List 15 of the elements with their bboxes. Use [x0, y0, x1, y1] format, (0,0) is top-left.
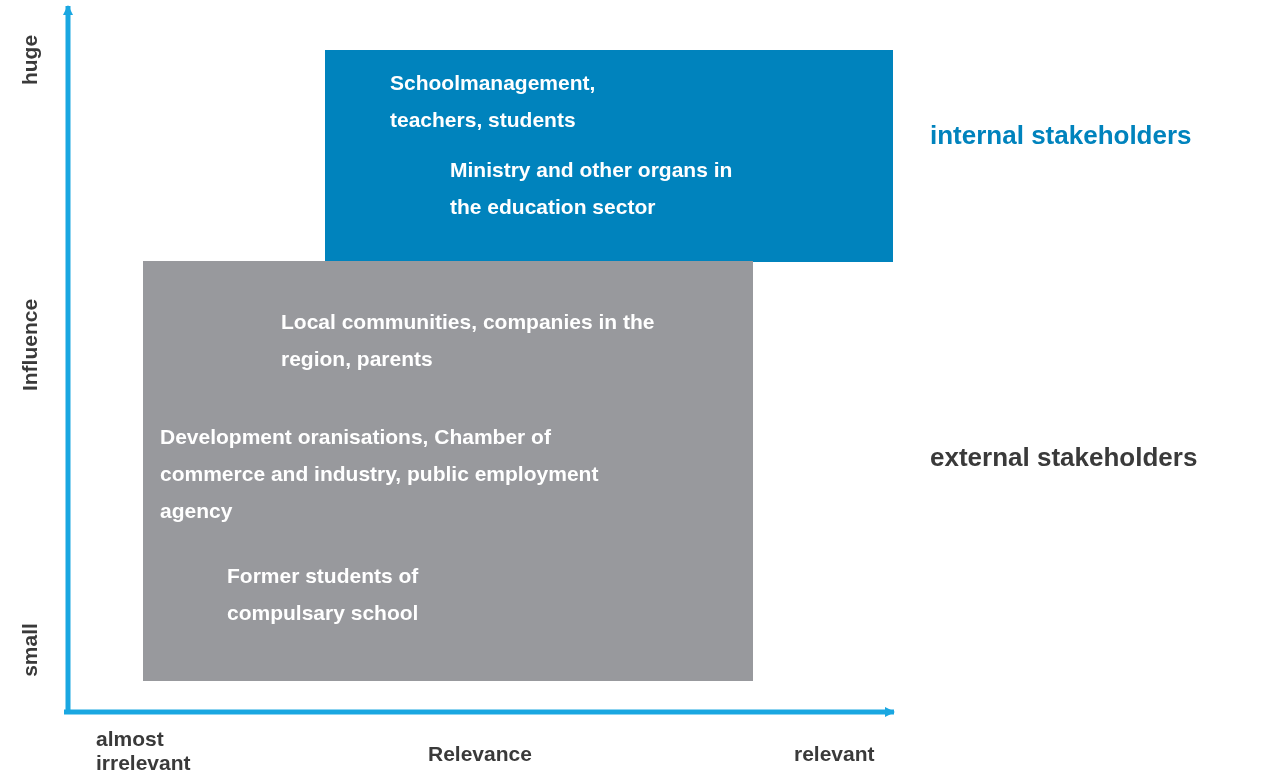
- axis-title: Relevance: [428, 742, 532, 766]
- group-label: internal stakeholders: [930, 120, 1192, 151]
- axis-tick-label: small: [17, 623, 42, 677]
- axis-title: Influence: [18, 298, 43, 392]
- axis-tick-label: almost irrelevant: [96, 727, 192, 775]
- stakeholder-area: [143, 261, 753, 681]
- stakeholder-text: Development oranisations, Chamber of commerce and industry, public employment agency: [160, 424, 600, 524]
- stakeholder-area: [325, 50, 893, 262]
- axis-tick-label: huge: [18, 34, 43, 86]
- stakeholder-text: Schoolmanagement, teachers, students: [390, 70, 597, 133]
- stakeholder-text: Ministry and other organs in the education sector: [450, 157, 734, 220]
- stakeholder-text: Former students of compulsary school: [227, 563, 420, 626]
- group-label: external stakeholders: [930, 442, 1198, 473]
- axis-tick-label: relevant: [794, 742, 875, 766]
- stakeholder-text: Local communities, companies in the region, parents: [281, 309, 656, 372]
